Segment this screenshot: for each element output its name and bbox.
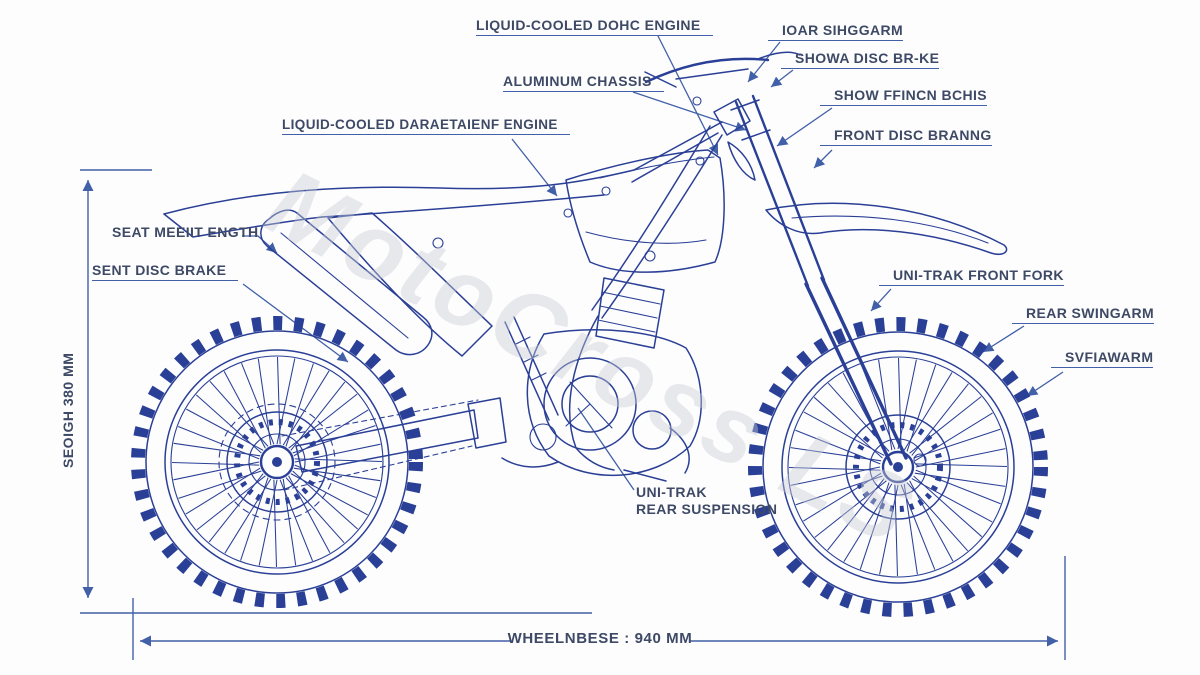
rear-wheel [131, 316, 423, 608]
leader-lines [242, 35, 1064, 491]
dimension-lines [80, 169, 1066, 660]
frame-and-bodywork [163, 98, 756, 471]
label-svfiawarm: SVFIAWARM [1051, 349, 1154, 368]
label-uni-trak-rear-line2: REAR SUSPENSION [636, 501, 778, 517]
front-wheel [748, 317, 1048, 617]
label-ioar-sihggarm: IOAR SIHGGARM [768, 22, 904, 41]
rear-shock [504, 316, 559, 421]
label-uni-trak-front-fork: UNI-TRAK FRONT FORK [879, 267, 1064, 286]
label-showa-disc-brake: SHOWA DISC BR-KE [781, 50, 940, 69]
label-uni-trak-rear-line1: UNI-TRAK [636, 484, 707, 500]
label-wheelbase-dimension: WHEELNBESE : 940 MM [507, 630, 693, 647]
label-liquid-cooled-engine-2: LIQUID-COOLED DARAETAIENF ENGINE [282, 117, 570, 135]
label-aluminum-chassis: ALUMINUM CHASSIS [503, 73, 664, 92]
label-liquid-cooled-dohc-engine: LIQUID-COOLED DOHC ENGINE [476, 17, 713, 36]
front-end [644, 51, 1008, 466]
engine [501, 277, 703, 482]
label-front-disc-braking: FRONT DISC BRANNG [820, 127, 992, 146]
rear-spokes [171, 356, 383, 568]
label-sent-disc-brake: SENT DISC BRAKE [92, 262, 239, 281]
label-height-dimension: SEOIGH 380 MM [60, 352, 76, 468]
label-uni-trak-rear-suspension: UNI-TRAK REAR SUSPENSION [636, 484, 777, 518]
bolt-details [432, 96, 705, 262]
label-seat-height-length: SEAT MEEIIT ENGTH [112, 224, 259, 240]
swingarm [281, 397, 507, 491]
label-show-ffincn-bchis: SHOW FFINCN BCHIS [820, 87, 988, 106]
label-rear-swingarm: REAR SWINGARM [1012, 305, 1155, 324]
